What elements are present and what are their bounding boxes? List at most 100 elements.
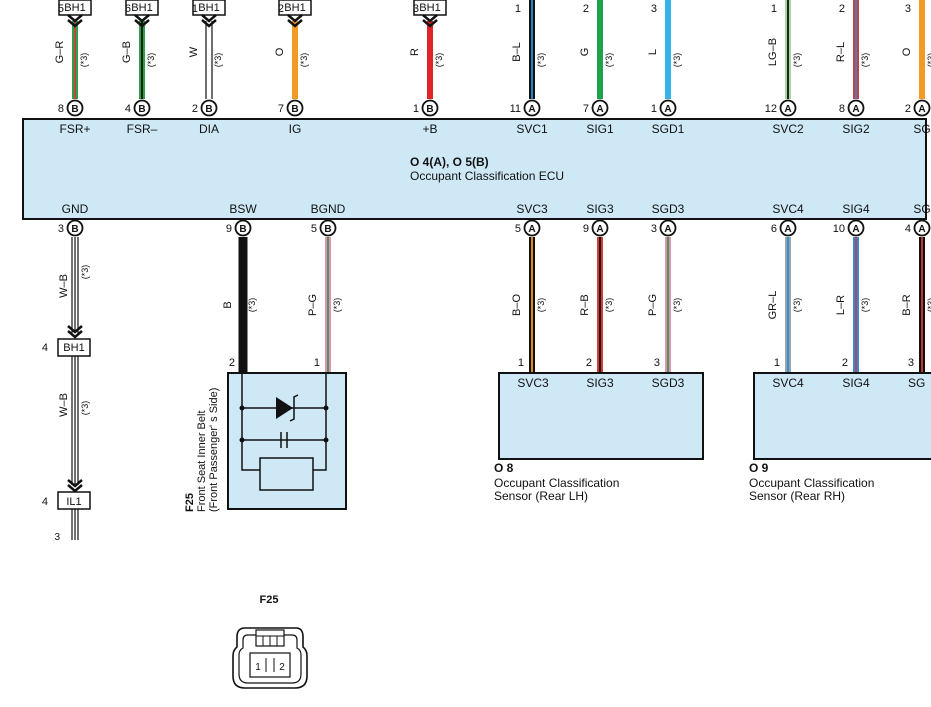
pin-connector-letter: B <box>324 224 331 235</box>
wire-note: (*3) <box>926 53 931 68</box>
belt-code: F25 <box>184 493 196 512</box>
belt-line2: (Front Passenger' s Side) <box>208 388 220 512</box>
harness-connector-label: BH1 <box>64 2 85 14</box>
ecu-pin-number: 5 <box>515 223 521 235</box>
gnd-lower-wire-label: W–B <box>58 393 70 417</box>
ecu-title: O 4(A), O 5(B) <box>410 155 489 169</box>
wire-note: (*3) <box>213 53 223 68</box>
gnd-end-num: 4 <box>42 496 48 508</box>
ecu-pin-number: 1 <box>651 103 657 115</box>
harness-connector-label: BH1 <box>419 2 440 14</box>
sensor-rear-rh: SVC4 SIG4 SG O 9 Occupant Classification… <box>749 372 931 503</box>
connector-inner <box>238 634 302 684</box>
down-chevron-icon <box>67 325 83 334</box>
wire-color-label: R <box>409 48 421 56</box>
gnd-lower-note: (*3) <box>80 401 90 416</box>
wire-note: (*3) <box>926 298 931 313</box>
ecu-box <box>22 118 927 220</box>
ecu-pin-number: 4 <box>905 223 911 235</box>
sensor-pin-number: 1 <box>314 357 320 369</box>
wire-note: (*3) <box>792 53 802 68</box>
wire-color-label: L <box>647 49 659 55</box>
wire-color-label: G–B <box>121 41 133 63</box>
harness-pin-number: 6 <box>125 3 131 15</box>
pin-circle-icon <box>66 219 84 237</box>
down-chevron-icon <box>134 19 150 28</box>
ecu-pin-label: SIG4 <box>842 202 870 216</box>
pin-circle-icon <box>659 219 677 237</box>
pin-connector-letter: A <box>596 104 603 115</box>
ecu-name: Occupant Classification ECU <box>410 169 564 183</box>
junction-dot-icon <box>323 437 329 443</box>
pin-circle-icon <box>591 219 609 237</box>
harness-pin-number: 3 <box>905 3 911 15</box>
wire-color-label: P–G <box>307 294 319 316</box>
ecu-pin-label: GND <box>62 202 89 216</box>
pin-connector-letter: A <box>664 104 671 115</box>
ecu-pin-label: SIG1 <box>586 122 614 136</box>
pin-circle-icon <box>421 99 439 117</box>
ecu-pin-number: 7 <box>278 103 284 115</box>
harness-pin-number: 3 <box>651 3 657 15</box>
gnd-path: W–B (*3) 4 BH1 W–B (*3) 4 IL1 3 <box>42 265 91 543</box>
ecu-pin-label: SVC2 <box>772 122 804 136</box>
wire-note: (*3) <box>247 298 257 313</box>
wire-note: (*3) <box>792 298 802 313</box>
pin-connector-letter: B <box>239 224 246 235</box>
down-chevron-icon <box>201 19 217 28</box>
pin-connector-letter: A <box>596 224 603 235</box>
sensor-pin-number: 3 <box>908 357 914 369</box>
sensor-pin-label: SVC3 <box>517 376 549 390</box>
ecu-pin-label: FSR– <box>127 122 158 136</box>
pin-connector-letter: A <box>852 224 859 235</box>
sensor-pin-number: 2 <box>586 357 592 369</box>
pin-circle-icon <box>913 99 931 117</box>
sensor-pin-number: 1 <box>518 357 524 369</box>
harness-connector-box <box>192 0 226 16</box>
ecu-pin-number: 11 <box>510 103 521 115</box>
ecu-pin-number: 5 <box>311 223 317 235</box>
wire-note: (*3) <box>860 53 870 68</box>
sensor-pin-label: SVC4 <box>772 376 804 390</box>
sensor-line1: Occupant Classification <box>749 476 874 490</box>
zener-diode-icon <box>276 397 293 419</box>
wire <box>71 237 79 333</box>
pin-circle-icon <box>234 219 252 237</box>
wire-note: (*3) <box>434 53 444 68</box>
belt-line1: Front Seat Inner Belt <box>196 411 208 513</box>
pin-connector-letter: B <box>71 224 78 235</box>
wire-color-label: GR–L <box>767 291 779 320</box>
wire <box>71 356 79 485</box>
pin-circle-icon <box>200 99 218 117</box>
ecu-pin-number: 8 <box>839 103 845 115</box>
sensor-pin-label: SIG4 <box>842 376 870 390</box>
sensor-box <box>498 372 704 460</box>
wire-note: (*3) <box>332 298 342 313</box>
ecu-pin-label: SIG2 <box>842 122 870 136</box>
ecu-pin-number: 10 <box>833 223 845 235</box>
wire-color-label: O <box>901 47 913 56</box>
down-chevron-icon <box>134 14 150 23</box>
harness-pin-number: 1 <box>515 3 521 15</box>
sensor-pin-number: 2 <box>229 357 235 369</box>
ecu-pin-label: +B <box>422 122 437 136</box>
down-chevron-icon <box>287 14 303 23</box>
wire-color-label: B <box>222 301 234 308</box>
harness-connector-label: BH1 <box>198 2 219 14</box>
sensor-pin-number: 1 <box>774 357 780 369</box>
zener-bar-icon <box>289 394 299 422</box>
connector-view-f25: F25 1 2 <box>232 594 308 689</box>
down-chevron-icon <box>67 14 83 23</box>
ecu-pin-label: SG <box>913 122 930 136</box>
gnd-upper-note: (*3) <box>80 265 90 280</box>
connector-pin-block <box>249 652 291 678</box>
wire-color-label: R–L <box>835 42 847 62</box>
wire-note: (*3) <box>604 53 614 68</box>
junction-dot-icon <box>239 437 245 443</box>
